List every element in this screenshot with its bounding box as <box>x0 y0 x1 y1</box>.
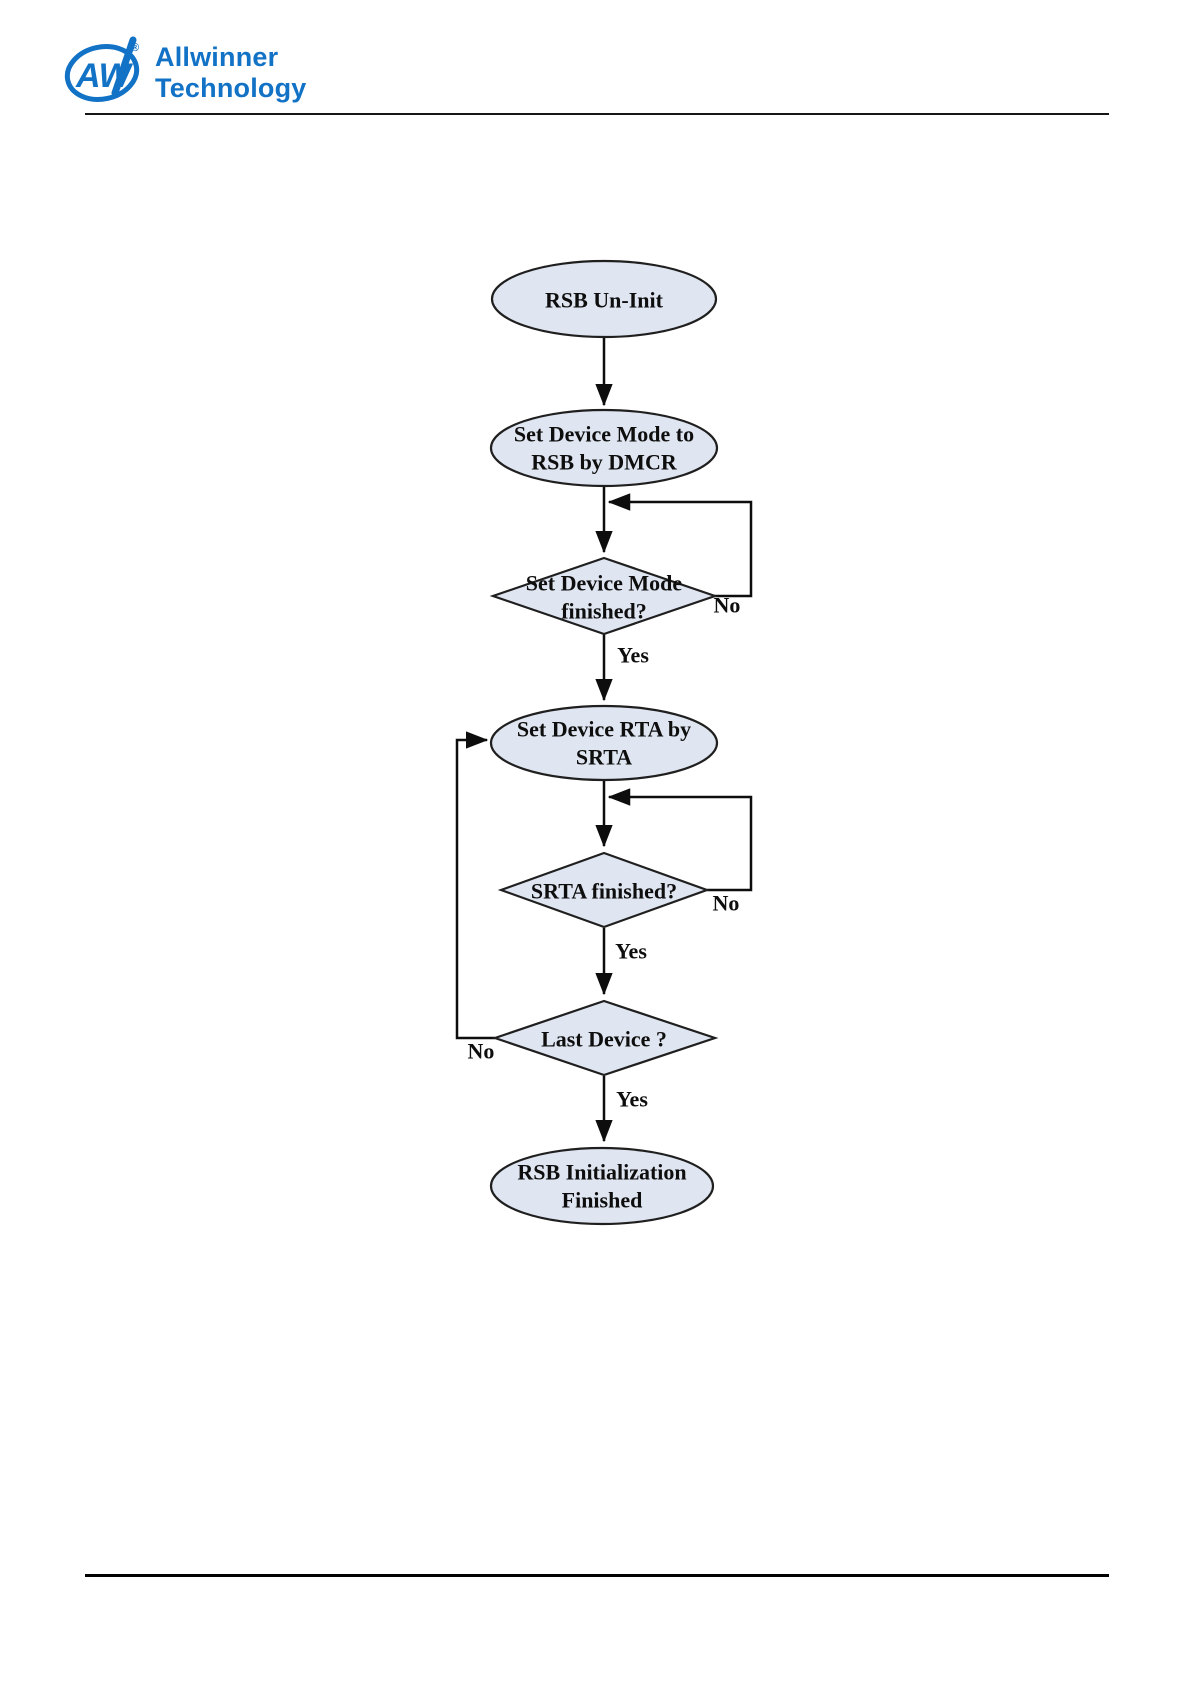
loop-lastdevice-no <box>455 731 495 1040</box>
node-setmode-line1: Set Device Mode to <box>514 422 694 447</box>
edge-label-last-yes: Yes <box>616 1087 648 1112</box>
logo-ellipse <box>64 44 140 102</box>
node-start-label: RSB Un-Init <box>545 288 664 313</box>
registered-trademark-symbol: ® <box>131 42 140 54</box>
edge-label-srta-yes: Yes <box>615 939 647 964</box>
brand-line2: Technology <box>155 73 307 103</box>
node-modefinished-line1: Set Device Mode <box>526 571 683 596</box>
node-setrta-line2: SRTA <box>576 745 632 770</box>
node-setmode-ellipse <box>489 408 719 488</box>
logo-swoosh <box>111 36 137 97</box>
brand-line1: Allwinner <box>155 42 279 72</box>
allwinner-logo-icon: AW <box>64 36 140 102</box>
loop-srta-no <box>607 788 753 892</box>
node-lastdevice-diamond <box>491 999 719 1077</box>
node-start-ellipse <box>490 259 718 339</box>
node-setmode-line2: RSB by DMCR <box>531 450 678 475</box>
node-setrta-line1: Set Device RTA by <box>517 717 691 742</box>
node-end-line1: RSB Initialization <box>517 1160 686 1185</box>
edge-label-mode-yes: Yes <box>617 643 649 668</box>
node-modefinished-diamond <box>489 556 719 636</box>
loop-mode-no <box>607 493 753 598</box>
node-end-ellipse <box>489 1146 715 1226</box>
node-srtafinished-diamond <box>497 851 711 929</box>
node-modefinished-line2: finished? <box>561 599 647 624</box>
edge-label-last-no: No <box>468 1039 495 1064</box>
edge-label-srta-no: No <box>713 891 740 916</box>
footer-divider <box>85 1574 1109 1577</box>
node-setrta-ellipse <box>489 704 719 782</box>
edge-label-mode-no: No <box>714 593 741 618</box>
node-srtafinished-label: SRTA finished? <box>531 879 677 904</box>
brand-name: Allwinner Technology <box>155 42 307 104</box>
node-end-line2: Finished <box>562 1188 643 1213</box>
page-header: AW ® Allwinner Technology <box>0 0 1191 120</box>
node-lastdevice-label: Last Device ? <box>541 1027 667 1052</box>
header-divider <box>85 113 1109 115</box>
